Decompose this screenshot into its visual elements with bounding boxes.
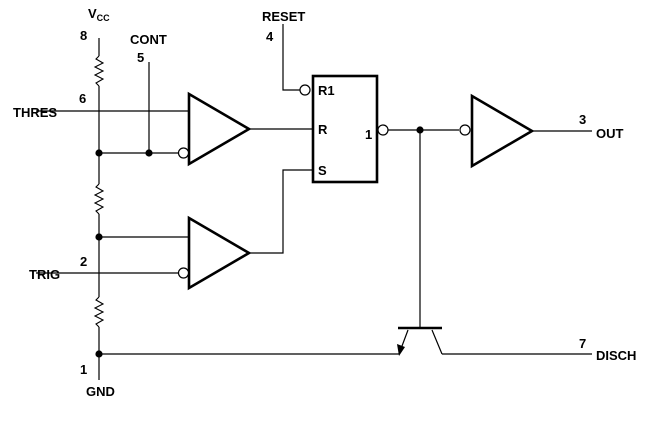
disch-label: DISCH (596, 348, 636, 363)
resistor-middle (93, 183, 105, 215)
flip-flop-output-number: 1 (365, 127, 372, 142)
transistor-collector (431, 329, 443, 355)
thres-pin-number: 6 (79, 91, 86, 106)
reset-wire (282, 24, 300, 91)
trig-label: TRIG (29, 267, 60, 282)
out-label: OUT (596, 126, 624, 141)
flip-flop-r1-label: R1 (318, 83, 335, 98)
gnd-pin-number: 1 (80, 362, 87, 377)
trig-pin-number: 2 (80, 254, 87, 269)
emitter-arrow (397, 344, 405, 356)
reset-pin-number: 4 (266, 29, 274, 44)
vcc-label: VCC (88, 6, 110, 23)
flip-flop-r-label: R (318, 122, 328, 137)
thres-label: THRES (13, 105, 57, 120)
trigger-comparator (187, 215, 252, 291)
inverting-input-bubble (177, 267, 190, 279)
disch-pin-number: 7 (579, 336, 586, 351)
reset-input-bubble (299, 84, 311, 96)
resistor-top (93, 55, 105, 87)
flip-flop-box (311, 74, 379, 184)
buffer-input-bubble (459, 124, 471, 136)
vcc-pin-number: 8 (80, 28, 87, 43)
cont-label: CONT (130, 32, 167, 47)
resistor-ladder (93, 38, 105, 380)
gnd-label: GND (86, 384, 115, 399)
comparator2-output-wire (249, 169, 314, 254)
cont-pin-number: 5 (137, 50, 144, 65)
reset-label: RESET (262, 9, 305, 24)
threshold-comparator (187, 91, 252, 167)
inverting-input-bubble (177, 147, 190, 159)
output-bubble (377, 124, 389, 136)
out-pin-number: 3 (579, 112, 586, 127)
resistor-bottom (93, 296, 105, 328)
output-buffer (470, 93, 535, 169)
flip-flop-s-label: S (318, 163, 327, 178)
